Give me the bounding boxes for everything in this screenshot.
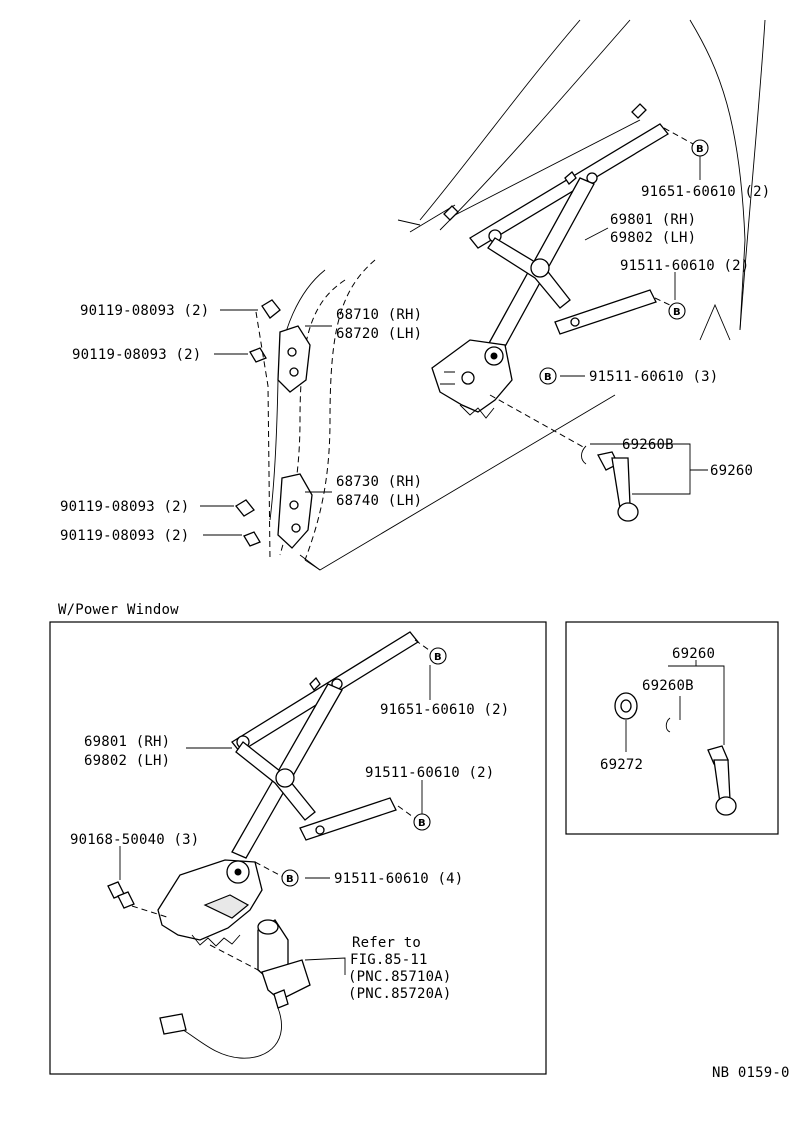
part-label-69801-bottom: 69801 (RH) (84, 734, 170, 750)
part-label-90119-b: 90119-08093 (2) (72, 347, 201, 363)
part-label-68720: 68720 (LH) (336, 326, 422, 342)
inset-label-69272: 69272 (600, 757, 643, 773)
bolt-marker-b: B (418, 818, 426, 829)
bolt-marker-b: B (286, 874, 294, 885)
upper-bolt-markers: B B B (539, 139, 709, 385)
lower-hinge (235, 311, 313, 561)
window-handle-top (581, 445, 639, 522)
refer-text-line-1: Refer to (352, 935, 421, 951)
refer-text-line-4: (PNC.85720A) (348, 986, 452, 1002)
part-label-91651-bottom: 91651-60610 (2) (380, 702, 509, 718)
part-label-69260b-top: 69260B (622, 437, 674, 453)
inset-frame (565, 621, 779, 835)
power-regulator (107, 631, 437, 1059)
inset-parts (614, 660, 737, 816)
part-label-90168: 90168-50040 (3) (70, 832, 199, 848)
part-label-68730: 68730 (RH) (336, 474, 422, 490)
part-label-91511-bottom-b: 91511-60610 (4) (334, 871, 463, 887)
part-label-68740: 68740 (LH) (336, 493, 422, 509)
part-label-91651-top: 91651-60610 (2) (641, 184, 770, 200)
bolt-marker-b: B (544, 372, 552, 383)
part-label-69802-bottom: 69802 (LH) (84, 753, 170, 769)
figure-code: NB 0159-0 (712, 1065, 790, 1081)
part-label-69802-top: 69802 (LH) (610, 230, 696, 246)
bolt-marker-b: B (434, 652, 442, 663)
part-label-91511-top-b: 91511-60610 (3) (589, 369, 718, 385)
power-labels: 91651-60610 (2) 69801 (RH) 69802 (LH) 91… (70, 702, 509, 1002)
upper-leaders (200, 156, 708, 536)
section-title: W/Power Window (58, 602, 179, 618)
power-bolt-markers: B B B (281, 647, 447, 887)
part-label-68710: 68710 (RH) (336, 307, 422, 323)
power-leaders (119, 665, 431, 975)
part-label-69801-top: 69801 (RH) (610, 212, 696, 228)
door-outline (269, 19, 766, 571)
part-label-90119-c: 90119-08093 (2) (60, 499, 189, 515)
part-label-90119-d: 90119-08093 (2) (60, 528, 189, 544)
bolt-marker-b: B (696, 144, 704, 155)
part-label-91511-bottom-a: 91511-60610 (2) (365, 765, 494, 781)
inset-label-69260b: 69260B (642, 678, 694, 694)
part-label-69260-top: 69260 (710, 463, 753, 479)
refer-text-line-2: FIG.85-11 (350, 952, 428, 968)
part-label-90119-a: 90119-08093 (2) (80, 303, 209, 319)
upper-labels: 91651-60610 (2) 69801 (RH) 69802 (LH) 91… (60, 184, 770, 544)
inset-label-69260: 69260 (672, 646, 715, 662)
power-window-frame (49, 621, 547, 1075)
upper-hinge (249, 299, 311, 393)
upper-regulator (431, 103, 696, 449)
part-label-91511-top-a: 91511-60610 (2) (620, 258, 749, 274)
bolt-marker-b: B (673, 307, 681, 318)
refer-text-line-3: (PNC.85710A) (348, 969, 452, 985)
inset-labels: 69260 69260B 69272 (600, 646, 715, 773)
